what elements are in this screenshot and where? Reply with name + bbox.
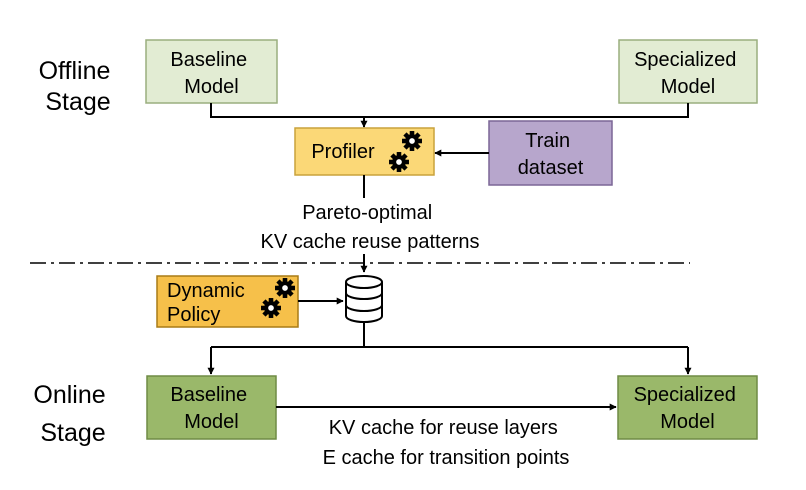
offline-baseline-model-label: Baseline Model	[170, 49, 252, 98]
online-baseline-model-label: Baseline Model	[170, 384, 252, 433]
transfer-note: KV cache for reuse layers E cache for tr…	[323, 417, 570, 469]
online-baseline-model-box: Baseline Model	[146, 375, 277, 440]
offline-stage-label: Offline Stage	[39, 57, 118, 116]
offline-specialized-model-box: Specialized Model	[618, 39, 758, 104]
dynamic-policy-label: Dynamic Policy	[167, 280, 250, 326]
profiler-output-label: Pareto-optimal KV cache reuse patterns	[260, 202, 479, 253]
offline-specialized-model-label: Specialized Model	[634, 49, 742, 98]
store-to-models-connector	[211, 322, 688, 348]
online-stage-label: Online Stage	[33, 381, 112, 447]
online-specialized-model-box: Specialized Model	[617, 375, 758, 440]
profiler-label: Profiler	[311, 141, 375, 163]
database-icon	[345, 275, 383, 323]
profiler-box: Profiler	[294, 127, 435, 176]
online-specialized-model-label: Specialized Model	[634, 384, 742, 433]
dynamic-policy-box: Dynamic Policy	[156, 275, 299, 328]
train-dataset-box: Train dataset	[488, 120, 613, 186]
train-dataset-label: Train dataset	[518, 130, 584, 179]
models-to-profiler-connector	[210, 103, 689, 118]
offline-baseline-model-box: Baseline Model	[145, 39, 278, 104]
